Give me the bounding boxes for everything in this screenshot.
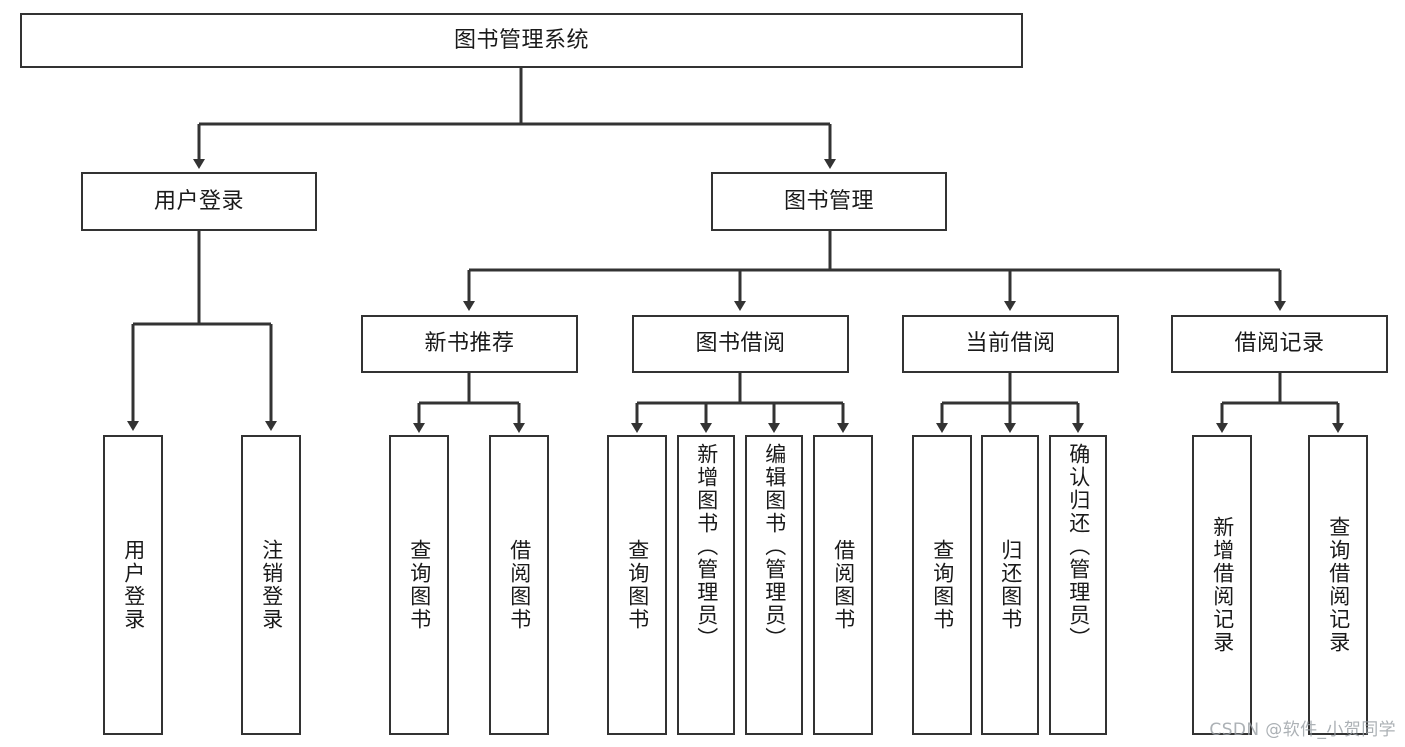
node-label: 借阅图书 bbox=[507, 539, 532, 631]
node-label: 图书管理系统 bbox=[453, 27, 589, 53]
node-new-book-recommend[interactable]: 新书推荐 bbox=[361, 315, 578, 373]
node-label: 用户登录 bbox=[153, 188, 244, 214]
node-leaf-confirm-return-admin[interactable]: 确认归还（管理员） bbox=[1049, 435, 1107, 735]
node-label: 查询图书 bbox=[407, 539, 432, 631]
node-root-book-management-system[interactable]: 图书管理系统 bbox=[20, 13, 1023, 68]
node-book-borrow[interactable]: 图书借阅 bbox=[632, 315, 849, 373]
node-label: 归还图书 bbox=[998, 539, 1023, 631]
node-leaf-query-borrow-record[interactable]: 查询借阅记录 bbox=[1308, 435, 1368, 735]
node-label: 查询图书 bbox=[930, 539, 955, 631]
node-leaf-edit-book-admin[interactable]: 编辑图书（管理员） bbox=[745, 435, 803, 735]
node-label: 新书推荐 bbox=[424, 331, 515, 357]
node-label: 图书管理 bbox=[783, 188, 874, 214]
node-leaf-query-book-current[interactable]: 查询图书 bbox=[912, 435, 972, 735]
node-leaf-query-book-recommend[interactable]: 查询图书 bbox=[389, 435, 449, 735]
node-leaf-borrow-book-recommend[interactable]: 借阅图书 bbox=[489, 435, 549, 735]
node-label: 编辑图书（管理员） bbox=[762, 443, 787, 650]
node-leaf-query-book-borrow[interactable]: 查询图书 bbox=[607, 435, 667, 735]
node-label: 查询图书 bbox=[625, 539, 650, 631]
node-user-login[interactable]: 用户登录 bbox=[81, 172, 317, 231]
node-leaf-user-login[interactable]: 用户登录 bbox=[103, 435, 163, 735]
node-current-borrow[interactable]: 当前借阅 bbox=[902, 315, 1119, 373]
node-leaf-borrow-book[interactable]: 借阅图书 bbox=[813, 435, 873, 735]
node-label: 借阅图书 bbox=[831, 539, 856, 631]
node-label: 新增图书（管理员） bbox=[694, 443, 719, 650]
node-label: 新增借阅记录 bbox=[1210, 516, 1235, 654]
node-leaf-return-book[interactable]: 归还图书 bbox=[981, 435, 1039, 735]
node-label: 查询借阅记录 bbox=[1326, 516, 1351, 654]
node-label: 用户登录 bbox=[121, 539, 146, 631]
node-label: 图书借阅 bbox=[695, 331, 786, 357]
node-leaf-add-book-admin[interactable]: 新增图书（管理员） bbox=[677, 435, 735, 735]
node-borrow-record[interactable]: 借阅记录 bbox=[1171, 315, 1388, 373]
node-leaf-add-borrow-record[interactable]: 新增借阅记录 bbox=[1192, 435, 1252, 735]
node-book-management[interactable]: 图书管理 bbox=[711, 172, 947, 231]
node-label: 当前借阅 bbox=[965, 331, 1056, 357]
node-label: 注销登录 bbox=[259, 539, 284, 631]
node-label: 确认归还（管理员） bbox=[1066, 443, 1091, 650]
node-leaf-logout[interactable]: 注销登录 bbox=[241, 435, 301, 735]
node-label: 借阅记录 bbox=[1234, 331, 1325, 357]
